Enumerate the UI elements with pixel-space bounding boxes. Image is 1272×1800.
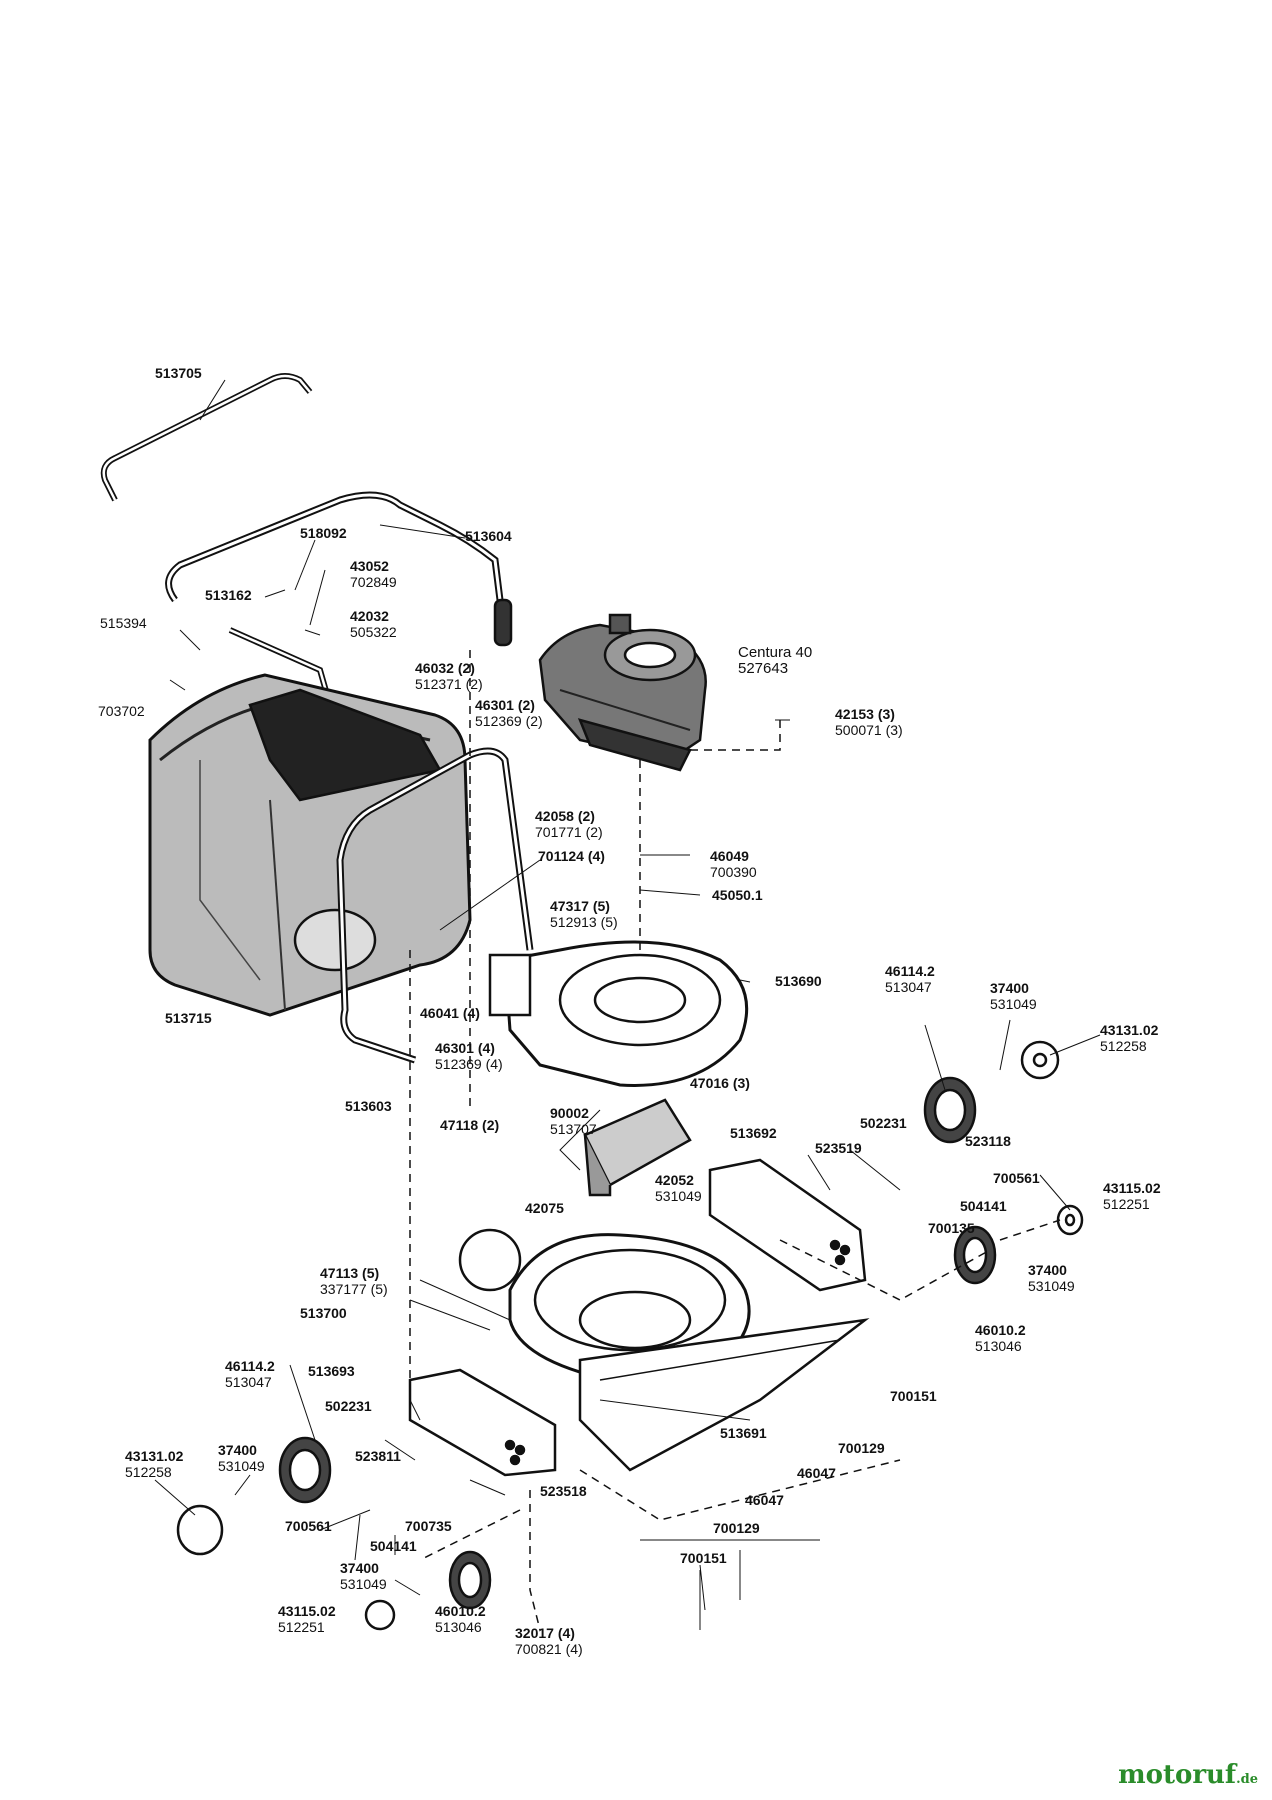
wheel-right-front bbox=[953, 1225, 997, 1285]
part-label-523518: 523518 bbox=[540, 1483, 587, 1499]
part-label-515394: 515394 bbox=[100, 615, 147, 631]
part-label-46047-left: 46047 bbox=[745, 1492, 784, 1508]
assembly-guide-lines bbox=[409, 650, 1061, 1631]
part-label-42153: 42153 (3)500071 (3) bbox=[835, 706, 903, 738]
part-label-700151-right: 700151 bbox=[890, 1388, 937, 1404]
part-label-513604: 513604 bbox=[465, 528, 512, 544]
part-label-42058: 42058 (2)701771 (2) bbox=[535, 808, 603, 840]
part-label-523811: 523811 bbox=[355, 1448, 401, 1464]
washer-left bbox=[364, 1599, 396, 1631]
bag-frame bbox=[336, 747, 534, 1064]
wheel-right-rear bbox=[923, 1076, 977, 1144]
grass-catcher-bag bbox=[148, 673, 472, 1017]
part-label-703702: 703702 bbox=[98, 703, 145, 719]
part-label-513693: 513693 bbox=[308, 1363, 355, 1379]
part-label-700135: 700135 bbox=[928, 1220, 975, 1236]
part-label-502231-right: 502231 bbox=[860, 1115, 907, 1131]
part-label-47317: 47317 (5)512913 (5) bbox=[550, 898, 618, 930]
part-label-513700: 513700 bbox=[300, 1305, 347, 1321]
part-label-523519: 523519 bbox=[815, 1140, 862, 1156]
part-label-46047-right: 46047 bbox=[797, 1465, 836, 1481]
part-label-518092: 518092 bbox=[300, 525, 347, 541]
part-label-47016: 47016 (3) bbox=[690, 1075, 750, 1091]
part-label-700561-right: 700561 bbox=[993, 1170, 1040, 1186]
part-label-45050: 45050.1 bbox=[712, 887, 763, 903]
part-label-700129-right: 700129 bbox=[838, 1440, 885, 1456]
washer-right bbox=[1056, 1204, 1084, 1236]
part-label-504141-left: 504141 bbox=[370, 1538, 417, 1554]
chute-plate bbox=[583, 1098, 692, 1197]
upper-handle-bar bbox=[100, 373, 313, 502]
motoruf-watermark: motoruf.de bbox=[1118, 1760, 1258, 1790]
hubcap-left bbox=[176, 1504, 224, 1556]
part-label-47118: 47118 (2) bbox=[440, 1117, 500, 1133]
part-label-513691: 513691 bbox=[720, 1425, 767, 1441]
part-label-700151-left: 700151 bbox=[680, 1550, 727, 1566]
part-label-46041: 46041 (4) bbox=[420, 1005, 480, 1021]
right-axle-bracket bbox=[708, 1158, 867, 1292]
part-label-46032: 46032 (2)512371 (2) bbox=[415, 660, 483, 692]
hubcap-right bbox=[1020, 1040, 1060, 1080]
part-label-523118: 523118 bbox=[965, 1133, 1011, 1149]
part-label-502231-left: 502231 bbox=[325, 1398, 372, 1414]
part-label-700561-left: 700561 bbox=[285, 1518, 332, 1534]
leader-lines bbox=[154, 379, 1101, 1630]
part-label-513690: 513690 bbox=[775, 973, 822, 989]
motor-deck-plate bbox=[488, 940, 749, 1087]
part-label-513692: 513692 bbox=[730, 1125, 777, 1141]
part-label-47113: 47113 (5)337177 (5) bbox=[320, 1265, 388, 1297]
wheel-left-front bbox=[448, 1550, 492, 1610]
engine-assembly bbox=[538, 613, 707, 772]
part-label-513603: 513603 bbox=[345, 1098, 392, 1114]
left-axle-bracket bbox=[408, 1368, 557, 1477]
part-label-513715: 513715 bbox=[165, 1010, 212, 1026]
part-label-32017: 32017 (4)700821 (4) bbox=[515, 1625, 583, 1657]
lower-handle-bar bbox=[165, 491, 513, 741]
part-label-46301-lower: 46301 (4)512369 (4) bbox=[435, 1040, 503, 1072]
part-label-700129-left: 700129 bbox=[713, 1520, 760, 1536]
part-label-701124: 701124 (4) bbox=[538, 848, 605, 864]
part-label-513162: 513162 bbox=[205, 587, 252, 603]
blower-housing bbox=[458, 1228, 870, 1472]
part-label-504141-right: 504141 bbox=[960, 1198, 1007, 1214]
part-label-46301-upper: 46301 (2)512369 (2) bbox=[475, 697, 543, 729]
wheel-left-rear bbox=[278, 1436, 332, 1504]
part-label-42075: 42075 bbox=[525, 1200, 564, 1216]
part-label-700735: 700735 bbox=[405, 1518, 452, 1534]
part-label-513705: 513705 bbox=[155, 365, 202, 381]
